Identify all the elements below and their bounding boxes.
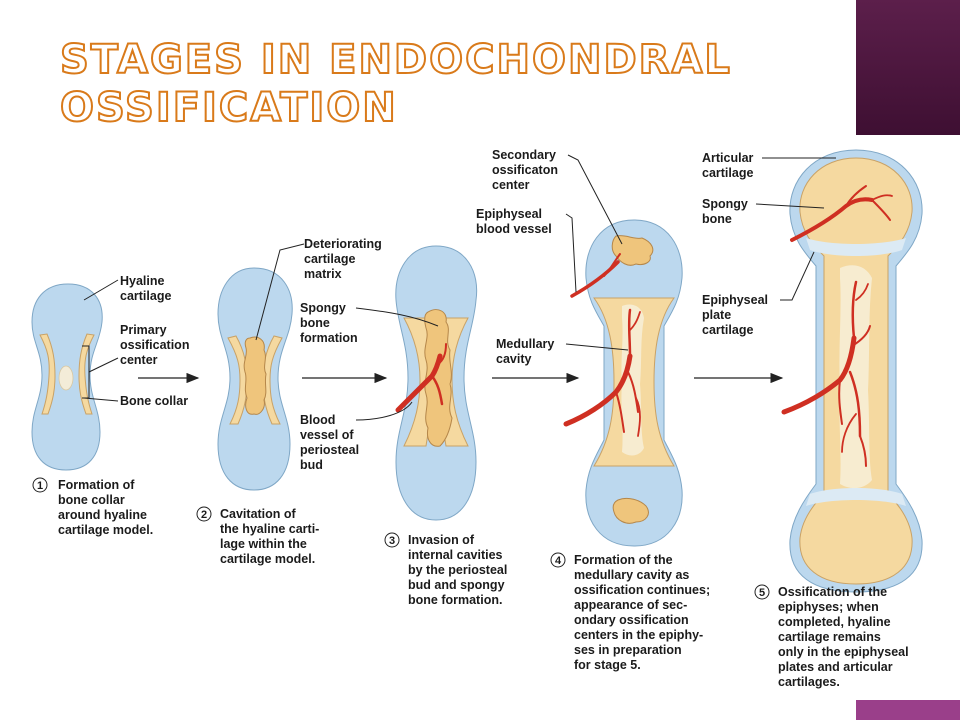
label-hyaline-cartilage: Hyaline cartilage bbox=[120, 274, 171, 303]
label-blood-vessel-periosteal-bud: Blood vessel of periosteal bud bbox=[300, 413, 363, 472]
decorative-corner-block bbox=[856, 0, 960, 135]
label-spongy-bone-formation: Spongy bone formation bbox=[300, 301, 358, 345]
stage-1-caption: 1 Formation of bone collar around hyalin… bbox=[32, 477, 153, 537]
stage-5-caption: 5 Ossification of the epiphyses; when co… bbox=[754, 584, 912, 689]
stage-4-caption: 4 Formation of the medullary cavity as o… bbox=[550, 552, 714, 672]
svg-text:Cavitation of the hyalin: Cavitation of the hyaline carti- lage wi… bbox=[220, 507, 323, 566]
title-line-2: Ossification bbox=[59, 84, 398, 132]
label-articular-cartilage: Articular cartilage bbox=[702, 151, 757, 180]
decorative-bottom-bar bbox=[856, 700, 960, 720]
label-epiphyseal-plate-cartilage: Epiphyseal plate cartilage bbox=[702, 293, 771, 337]
svg-text:4: 4 bbox=[555, 555, 562, 567]
stage-3-caption: 3 Invasion of internal cavities by the p… bbox=[384, 532, 511, 607]
stage-3-leader-lines bbox=[355, 307, 439, 421]
stage-2-leader-lines bbox=[255, 243, 305, 341]
label-bone-collar: Bone collar bbox=[120, 394, 188, 408]
stage-4-leader-lines bbox=[565, 154, 629, 351]
label-medullary-cavity: Medullary cavity bbox=[496, 337, 558, 366]
svg-text:Formation of the medulla: Formation of the medullary cavity as oss… bbox=[574, 553, 714, 672]
svg-text:1: 1 bbox=[37, 480, 43, 492]
svg-text:5: 5 bbox=[759, 587, 765, 599]
stage-1-leader-lines bbox=[82, 279, 119, 402]
stage-2-caption: 2 Cavitation of the hyaline carti- lage … bbox=[196, 506, 323, 566]
slide-title: Stages in Endochondral Ossification bbox=[59, 36, 732, 132]
stage-2-bone-model bbox=[217, 267, 293, 491]
label-epiphyseal-blood-vessel: Epiphyseal blood vessel bbox=[476, 207, 552, 236]
svg-text:3: 3 bbox=[389, 535, 395, 547]
svg-text:Invasion of internal cav: Invasion of internal cavities by the per… bbox=[408, 533, 511, 607]
stage-4-bone-model bbox=[563, 219, 683, 547]
stage-3-bone-model bbox=[395, 245, 478, 521]
title-line-1: Stages in Endochondral bbox=[59, 36, 732, 84]
stage-5-bone-model bbox=[781, 149, 923, 593]
label-secondary-ossification-center: Secondary ossificaton center bbox=[492, 148, 561, 192]
svg-text:Formation of bone collar: Formation of bone collar around hyaline … bbox=[58, 478, 153, 537]
stage-5-leader-lines bbox=[755, 157, 836, 301]
label-spongy-bone: Spongy bone bbox=[702, 197, 751, 226]
stage-1-bone-model bbox=[31, 283, 103, 471]
svg-text:2: 2 bbox=[201, 509, 207, 521]
label-deteriorating-cartilage-matrix: Deteriorating cartilage matrix bbox=[304, 237, 385, 281]
svg-text:Ossification of the epip: Ossification of the epiphyses; when comp… bbox=[778, 585, 912, 689]
label-primary-ossification-center: Primary ossification center bbox=[120, 323, 193, 367]
